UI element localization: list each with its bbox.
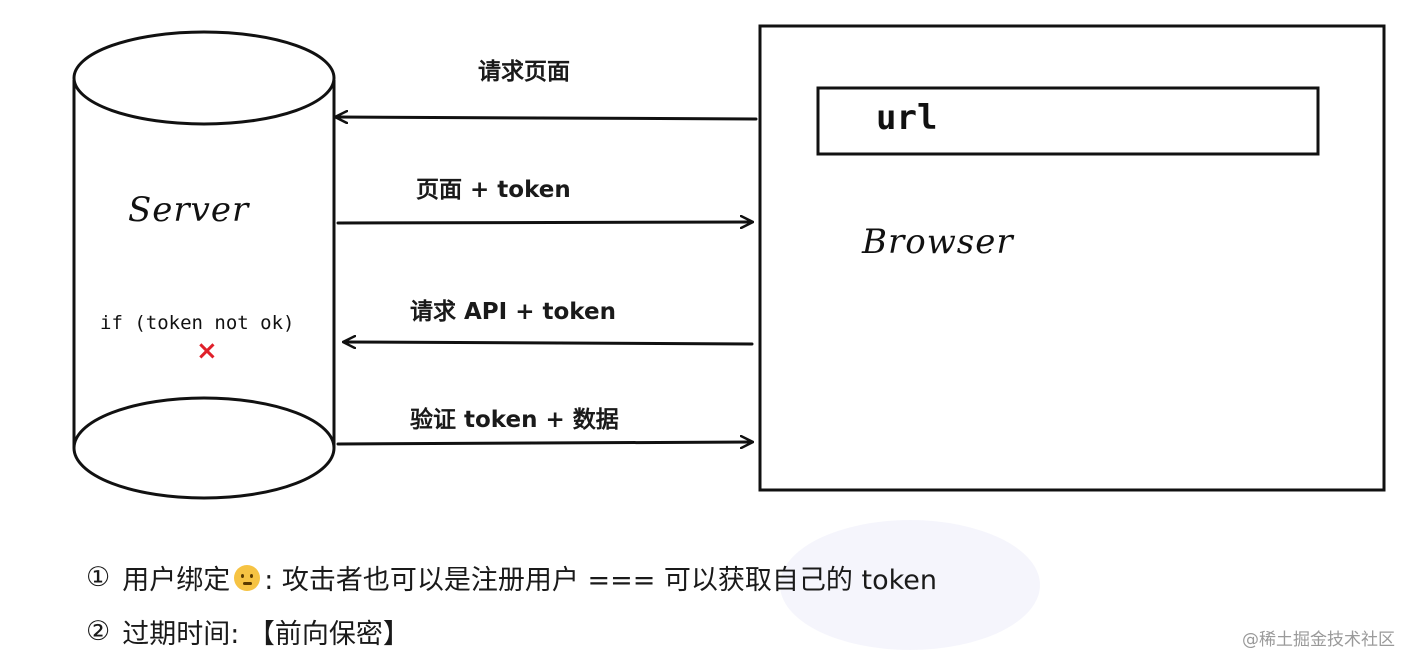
note1-number: ① [86,562,111,593]
browser-window [758,24,1386,492]
arrow-request-api [344,342,754,344]
url-bar-label: url [876,98,938,138]
server-title: Server [128,190,250,230]
label-request-api: 请求 API + token [410,299,616,325]
note2-text: 过期时间: 【前向保密】 [122,619,410,650]
server-condition: if (token not ok) [100,312,295,334]
arrow-request-page [336,117,758,119]
background-watermark-shape [780,520,1040,650]
arrows [336,117,758,444]
note-expiry-time: ② 过期时间: 【前向保密】 [86,612,410,651]
cylinder-bottom-front [72,447,336,500]
label-verify-data: 验证 token + 数据 [410,407,619,433]
cylinder-top [72,30,336,126]
arrow-page-token [336,222,752,223]
label-request-page: 请求页面 [478,59,570,85]
cylinder-bottom-back [72,396,336,449]
url-bar-box [816,86,1320,156]
note-user-binding: ① 用户绑定 : 攻击者也可以是注册用户 === 可以获取自己的 token [86,558,937,597]
note1-text-after: : 攻击者也可以是注册用户 === 可以获取自己的 token [264,565,938,596]
label-page-token: 页面 + token [416,177,571,203]
browser-frame [758,24,1386,492]
note1-text-before: 用户绑定 [122,565,231,596]
fail-cross-icon: × [196,336,218,366]
arrow-verify-data [336,442,752,444]
source-watermark: @稀土掘金技术社区 [1242,630,1395,650]
note2-number: ② [86,616,111,647]
server-cylinder [72,30,336,500]
thinking-face-icon [234,564,261,591]
browser-title: Browser [862,222,1014,262]
